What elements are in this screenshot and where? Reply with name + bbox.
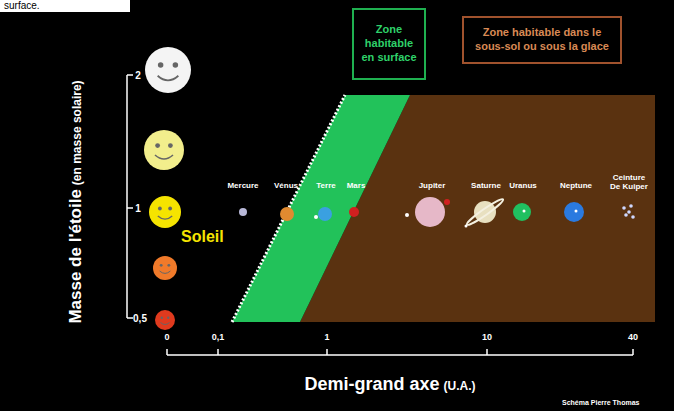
star-disc (145, 47, 191, 93)
planet-name: Saturne (471, 182, 501, 191)
planet (349, 207, 359, 217)
tick-label: 0,1 (212, 333, 225, 343)
axis-tick (127, 74, 133, 76)
planet (513, 203, 531, 221)
credit: Schéma Pierre Thomas (562, 399, 639, 407)
star-eye (158, 62, 164, 68)
axis-tick (127, 317, 133, 319)
star-disc (149, 196, 181, 228)
planet-name: Uranus (509, 182, 537, 191)
planet (318, 207, 332, 221)
belt-name: Ceinture De Kuiper (607, 174, 651, 192)
moon (575, 210, 578, 213)
axis-title: Masse de l'étoile (66, 189, 85, 323)
star-mouth (155, 155, 173, 159)
star-eye (161, 317, 163, 319)
surface-zone (232, 95, 410, 322)
star-disc (144, 130, 184, 170)
kuiper-object (629, 204, 633, 208)
planet-name: Terre (316, 182, 335, 191)
star-eye (160, 264, 163, 267)
axis-unit: (en masse solaire) (70, 80, 84, 185)
page-strip (0, 0, 130, 12)
tick-label: 1 (324, 333, 329, 343)
axis-tick (166, 349, 168, 355)
tick-label: 1 (135, 203, 141, 214)
moon (523, 210, 526, 213)
moon (405, 213, 409, 217)
x-axis (167, 349, 633, 355)
axis-title: Demi-grand axe (304, 374, 439, 394)
star-face (144, 130, 184, 170)
kuiper-object (631, 215, 635, 219)
star-disc (153, 256, 177, 280)
planet (564, 202, 584, 222)
moon (314, 215, 318, 219)
planet-name: Neptune (560, 182, 592, 191)
planet-name: Mars (347, 182, 366, 191)
kuiper-object (624, 213, 628, 217)
planet (239, 208, 247, 216)
moon (444, 199, 450, 205)
planet-name: Jupiter (419, 182, 446, 191)
axis-tick (127, 207, 133, 209)
axis-tick (326, 349, 328, 355)
tick-label: 2 (135, 70, 141, 81)
kuiper-object (627, 210, 631, 214)
axis-line (167, 354, 633, 356)
moon (465, 225, 468, 228)
tick-label: 10 (482, 333, 492, 343)
axis-line (126, 75, 128, 318)
star-eye (167, 317, 169, 319)
page-fragment: surface. (4, 0, 40, 11)
star-eye (168, 207, 172, 211)
zone-title: Zone habitable dans le sous-sol ou sous … (464, 23, 620, 57)
tick-label: 40 (628, 333, 638, 343)
star-eye (173, 62, 179, 68)
tick-label: 0 (164, 333, 169, 343)
axis-tick (486, 349, 488, 355)
kuiper-object (622, 206, 626, 210)
star-name: Soleil (181, 228, 224, 246)
saturn-ring (465, 197, 504, 227)
star-mouth (161, 323, 170, 325)
star-mouth (158, 216, 172, 219)
axis-unit: (U.A.) (444, 379, 476, 393)
axis-tick (217, 349, 219, 355)
zone-boundary (232, 95, 345, 322)
star-face (153, 256, 177, 280)
tick-label: 0,5 (133, 313, 147, 324)
axis-tick (632, 349, 634, 355)
zone-title: Zone habitable en surface (354, 20, 424, 67)
star-face (149, 196, 181, 228)
star-disc (155, 310, 175, 330)
star-face (145, 47, 191, 93)
zone-box: Zone habitable dans le sous-sol ou sous … (462, 16, 622, 64)
x-axis-title-group: Demi-grand axe (U.A.) (304, 374, 479, 395)
star-eye (155, 143, 160, 148)
y-axis-title-group: Masse de l'étoile (en masse solaire) (66, 76, 86, 323)
planet-name: Mercure (227, 182, 258, 191)
star-eye (168, 143, 173, 148)
star-mouth (160, 271, 171, 273)
planet (280, 207, 294, 221)
star-eye (167, 264, 170, 267)
star-face (155, 310, 175, 330)
star-eye (158, 207, 162, 211)
y-axis (127, 75, 133, 318)
planet-name: Vénus (274, 182, 298, 191)
star-mouth (158, 76, 179, 81)
zone-box: Zone habitable en surface (352, 8, 426, 80)
planet (415, 197, 445, 227)
